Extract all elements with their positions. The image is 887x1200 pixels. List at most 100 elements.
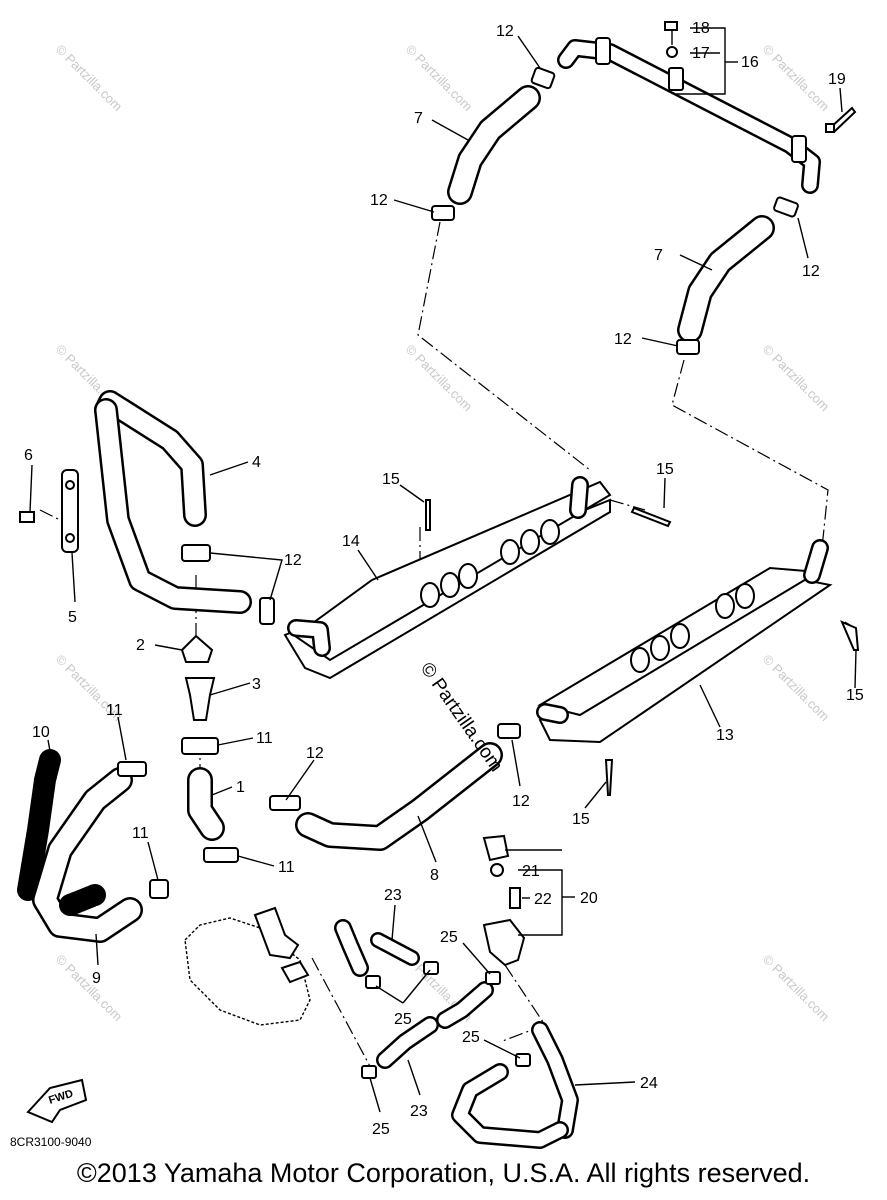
exchanger-outlet-inner <box>289 621 329 655</box>
callout-11: 11 <box>278 859 295 876</box>
callout-12: 12 <box>306 745 324 762</box>
hose-clamp <box>269 795 301 811</box>
hose-1-inner <box>189 769 223 839</box>
bolt-19 <box>825 106 857 134</box>
leader-line <box>417 815 437 863</box>
exchanger-hole <box>650 635 670 661</box>
callout-8: 8 <box>430 867 439 884</box>
leader-line <box>584 781 607 809</box>
hose-bracket <box>61 469 79 553</box>
heat-exchanger-top <box>293 480 612 662</box>
leader-line <box>679 254 713 271</box>
callout-25: 25 <box>440 929 458 946</box>
leader-line <box>217 737 254 746</box>
thermostat-housing <box>184 677 216 721</box>
hose-4 <box>94 390 252 614</box>
heat-exchanger-14 <box>283 476 612 680</box>
hose-clamp <box>530 66 556 90</box>
heat-exchanger-plate <box>538 573 833 744</box>
rivet-icon <box>604 759 614 796</box>
leader-line <box>369 1077 381 1113</box>
hose-clamp <box>203 847 239 863</box>
hose-clamp <box>149 879 169 899</box>
leader-line <box>29 464 33 513</box>
hose-clamp <box>431 205 455 221</box>
callout-20: 20 <box>580 890 598 907</box>
hose-25-connector-inner <box>438 983 492 1027</box>
exchanger-hole <box>500 539 520 565</box>
leader-line <box>462 942 491 975</box>
leader-line <box>237 855 275 867</box>
washer-icon <box>666 46 678 58</box>
callout-23: 23 <box>384 887 402 904</box>
hose-23-bend-inner <box>336 921 367 975</box>
callout-15: 15 <box>656 461 674 478</box>
callout-18: 18 <box>692 20 710 37</box>
connection-line <box>417 221 591 471</box>
hose-clamp <box>181 544 211 562</box>
connection-line <box>671 359 829 549</box>
leader-line <box>839 87 843 113</box>
exchanger-inlet-inner <box>805 541 827 582</box>
exchanger-hole <box>520 529 540 555</box>
leader-line <box>285 759 315 801</box>
watermark: © Partzilla.com <box>760 42 833 115</box>
exchanger-hole <box>630 647 650 673</box>
callout-1: 1 <box>236 779 245 796</box>
arrow-icon <box>26 1078 88 1124</box>
callout-3: 3 <box>252 676 261 693</box>
exchanger-hole <box>670 623 690 649</box>
hose-24-right-inner <box>533 1023 577 1137</box>
upper-pipe-inner <box>559 41 819 192</box>
rivet-head <box>825 123 835 133</box>
callout-22: 22 <box>534 891 552 908</box>
leader-line <box>399 484 425 503</box>
leader-line <box>663 477 666 509</box>
hose-8 <box>269 723 521 851</box>
callout-11: 11 <box>256 730 273 747</box>
connection-line <box>609 499 646 511</box>
hose-clamp <box>259 597 275 625</box>
hose-23-straight-inner <box>372 934 418 964</box>
hose-clamp <box>181 737 219 755</box>
callout-12: 12 <box>614 331 632 348</box>
callout-12: 12 <box>512 793 530 810</box>
leader-line <box>518 869 563 936</box>
rivet-icon <box>425 499 431 531</box>
hose-clamp <box>515 1053 531 1067</box>
leader-line <box>641 337 679 347</box>
callout-10: 10 <box>32 724 50 741</box>
hose-24 <box>451 1021 579 1149</box>
leader-line <box>517 35 541 69</box>
leader-line <box>71 552 76 603</box>
callout-5: 5 <box>68 609 77 626</box>
callout-12: 12 <box>370 192 388 209</box>
callout-15: 15 <box>382 471 400 488</box>
hose-4-lower-inner <box>96 400 250 612</box>
leader-line <box>147 841 159 881</box>
bolt-icon <box>19 511 35 523</box>
exchanger-hole <box>735 583 755 609</box>
leader-line <box>375 969 431 1004</box>
hose-8-inner <box>297 744 501 849</box>
hose-7-left <box>431 66 556 221</box>
fwd-arrow: FWD <box>26 1078 88 1124</box>
watermark: © Partzilla.com <box>403 42 476 115</box>
watermark: © Partzilla.com <box>403 342 476 415</box>
callout-17: 17 <box>692 45 710 62</box>
leader-line <box>854 649 857 689</box>
valve-cap <box>482 834 510 862</box>
leader-line <box>797 217 809 259</box>
bolt-icon <box>509 887 521 909</box>
hose-7-inner <box>679 217 773 341</box>
pipe-bracket <box>595 37 611 65</box>
callout-24: 24 <box>640 1075 658 1092</box>
exchanger-hole <box>420 582 440 608</box>
hose-clamp <box>365 975 381 989</box>
callout-15: 15 <box>846 687 864 704</box>
connection-line <box>39 509 61 521</box>
watermark-layer: © Partzilla.com © Partzilla.com © Partzi… <box>53 42 833 1025</box>
connection-line <box>311 957 373 1071</box>
pump-nipple <box>280 960 310 984</box>
valve-assembly-20 <box>482 834 526 967</box>
